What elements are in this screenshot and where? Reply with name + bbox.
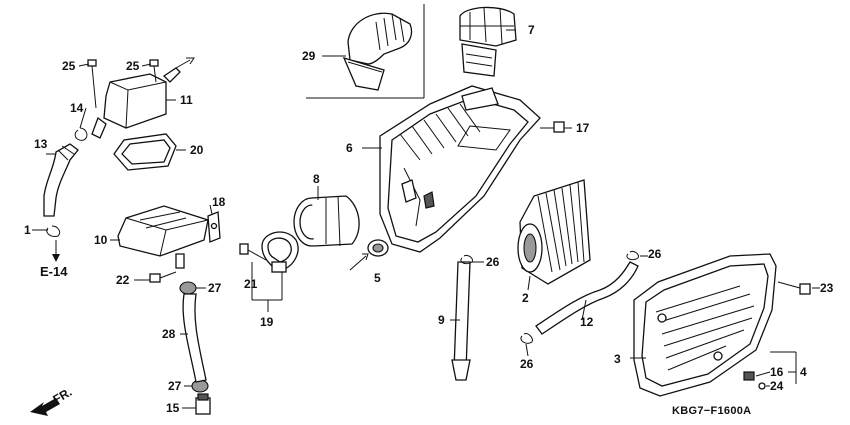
callout-10: 10 xyxy=(94,233,108,247)
callout-25-left: 25 xyxy=(62,59,76,73)
part-17-bolt xyxy=(540,121,565,133)
part-22-bolt xyxy=(149,271,177,283)
callout-18: 18 xyxy=(212,195,226,209)
callout-28: 28 xyxy=(162,327,176,341)
callout-5: 5 xyxy=(374,271,381,285)
part-12-tube xyxy=(535,261,639,335)
part-23-bolt xyxy=(777,281,811,295)
callout-4: 4 xyxy=(800,365,807,379)
callout-6: 6 xyxy=(346,141,353,155)
part-26-clip-b xyxy=(626,251,639,261)
callout-23: 23 xyxy=(820,281,834,295)
part-26-clip-c xyxy=(520,333,533,344)
callout-2: 2 xyxy=(522,291,529,305)
callout-14: 14 xyxy=(70,101,84,115)
part-2-filter-element xyxy=(517,179,591,285)
drawing-code: KBG7−F1600A xyxy=(672,405,751,417)
callout-26-a: 26 xyxy=(486,255,500,269)
part-3-side-cover xyxy=(633,253,777,397)
part-21-screw xyxy=(239,243,267,261)
reference-label: E-14 xyxy=(40,264,68,279)
callout-7: 7 xyxy=(528,23,535,37)
callout-22: 22 xyxy=(116,273,130,287)
part-8-connecting-tube xyxy=(293,195,360,247)
callout-27-lower: 27 xyxy=(168,379,182,393)
part-29-intake-duct xyxy=(342,12,413,91)
front-direction-arrow: FR. xyxy=(30,385,74,416)
part-11-breather-cover xyxy=(91,57,195,139)
callout-13: 13 xyxy=(34,137,48,151)
callout-12: 12 xyxy=(580,315,594,329)
part-24-screw xyxy=(758,382,766,390)
callout-11: 11 xyxy=(180,93,193,107)
part-15-plug xyxy=(195,393,211,415)
callout-labels: 1 2 3 4 5 6 7 8 9 10 11 12 13 14 15 16 1… xyxy=(24,23,834,415)
callout-8: 8 xyxy=(313,172,320,186)
part-5-grommet xyxy=(349,239,389,271)
part-13-breather-tube xyxy=(43,143,79,217)
part-20-gasket xyxy=(113,133,177,171)
part-1-clip xyxy=(46,225,61,237)
leader-lines xyxy=(32,29,820,409)
callout-1: 1 xyxy=(24,223,31,237)
part-27-clamp-upper xyxy=(179,281,197,295)
part-14-clip xyxy=(74,127,88,141)
callout-26-b: 26 xyxy=(648,247,662,261)
part-18-plate xyxy=(207,211,221,243)
callout-19: 19 xyxy=(260,315,274,329)
part-10-separator-case xyxy=(117,205,209,269)
part-28-drain-tube xyxy=(182,293,207,383)
part-6-air-cleaner-housing xyxy=(379,85,541,253)
part-9-drain-tube xyxy=(451,261,471,381)
reference-e14: E-14 xyxy=(40,240,68,279)
callout-15: 15 xyxy=(166,401,180,415)
callout-16: 16 xyxy=(770,365,784,379)
callout-3: 3 xyxy=(614,352,621,366)
callout-9: 9 xyxy=(438,313,445,327)
callout-20: 20 xyxy=(190,143,204,157)
part-25-bolt-right xyxy=(149,59,159,83)
callout-27-upper: 27 xyxy=(208,281,222,295)
part-19-clamp-band xyxy=(261,231,299,273)
callout-17: 17 xyxy=(576,121,590,135)
callout-21: 21 xyxy=(244,277,258,291)
callout-26-c: 26 xyxy=(520,357,534,371)
callout-24: 24 xyxy=(770,379,784,393)
callout-29: 29 xyxy=(302,49,316,63)
inset-frame xyxy=(306,4,425,99)
callout-25-right: 25 xyxy=(126,59,140,73)
part-7-snorkel xyxy=(459,6,517,77)
part-25-bolt-left xyxy=(87,59,97,109)
part-16-collar xyxy=(743,371,755,381)
